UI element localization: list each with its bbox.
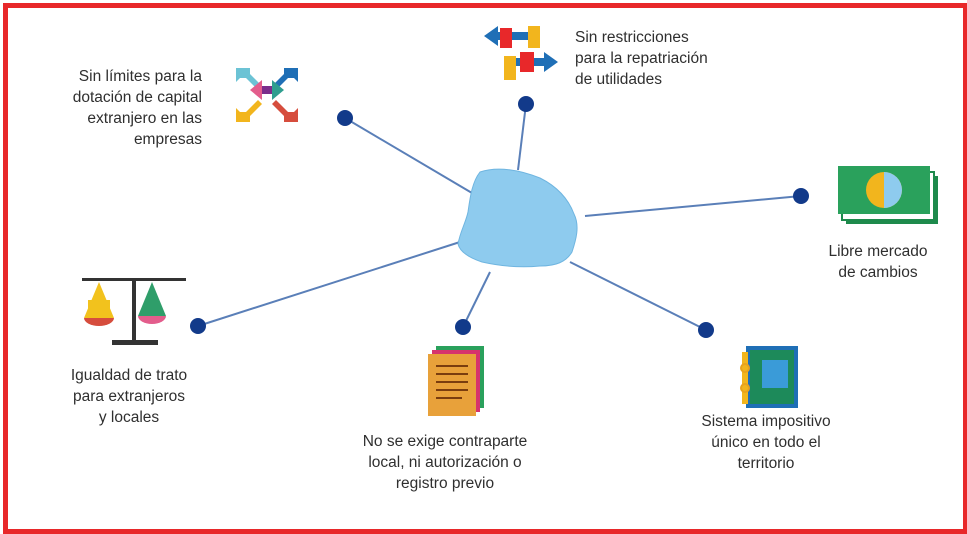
node-equality — [190, 318, 206, 334]
connector-equality — [197, 241, 461, 327]
node-capital — [337, 110, 353, 126]
label-capital: Sin límites para la dotación de capital … — [72, 68, 202, 148]
label-counterpart: No se exige contraparte local, ni autori… — [362, 433, 528, 492]
documents-icon — [428, 346, 484, 416]
connector-counterpart — [462, 271, 491, 328]
node-repatriation — [518, 96, 534, 112]
uruguay-map — [457, 168, 578, 268]
label-equality: Igualdad de trato para extranjeros y loc… — [70, 367, 188, 426]
scales-icon — [82, 278, 186, 345]
connector-tax — [569, 261, 707, 331]
connector-exchange — [584, 195, 802, 217]
connector-repatriation — [517, 103, 527, 171]
connector-capital — [344, 117, 473, 194]
banknotes-icon — [838, 166, 938, 224]
label-tax: Sistema impositivo único en todo el terr… — [701, 413, 831, 472]
label-exchange: Libre mercado de cambios — [828, 243, 928, 281]
node-tax — [698, 322, 714, 338]
node-counterpart — [455, 319, 471, 335]
exchange-arrows-icon — [484, 26, 558, 80]
node-exchange — [793, 188, 809, 204]
label-repatriation: Sin restricciones para la repatriación d… — [575, 29, 708, 88]
converging-arrows-icon — [236, 68, 298, 122]
notebook-icon — [740, 346, 798, 408]
